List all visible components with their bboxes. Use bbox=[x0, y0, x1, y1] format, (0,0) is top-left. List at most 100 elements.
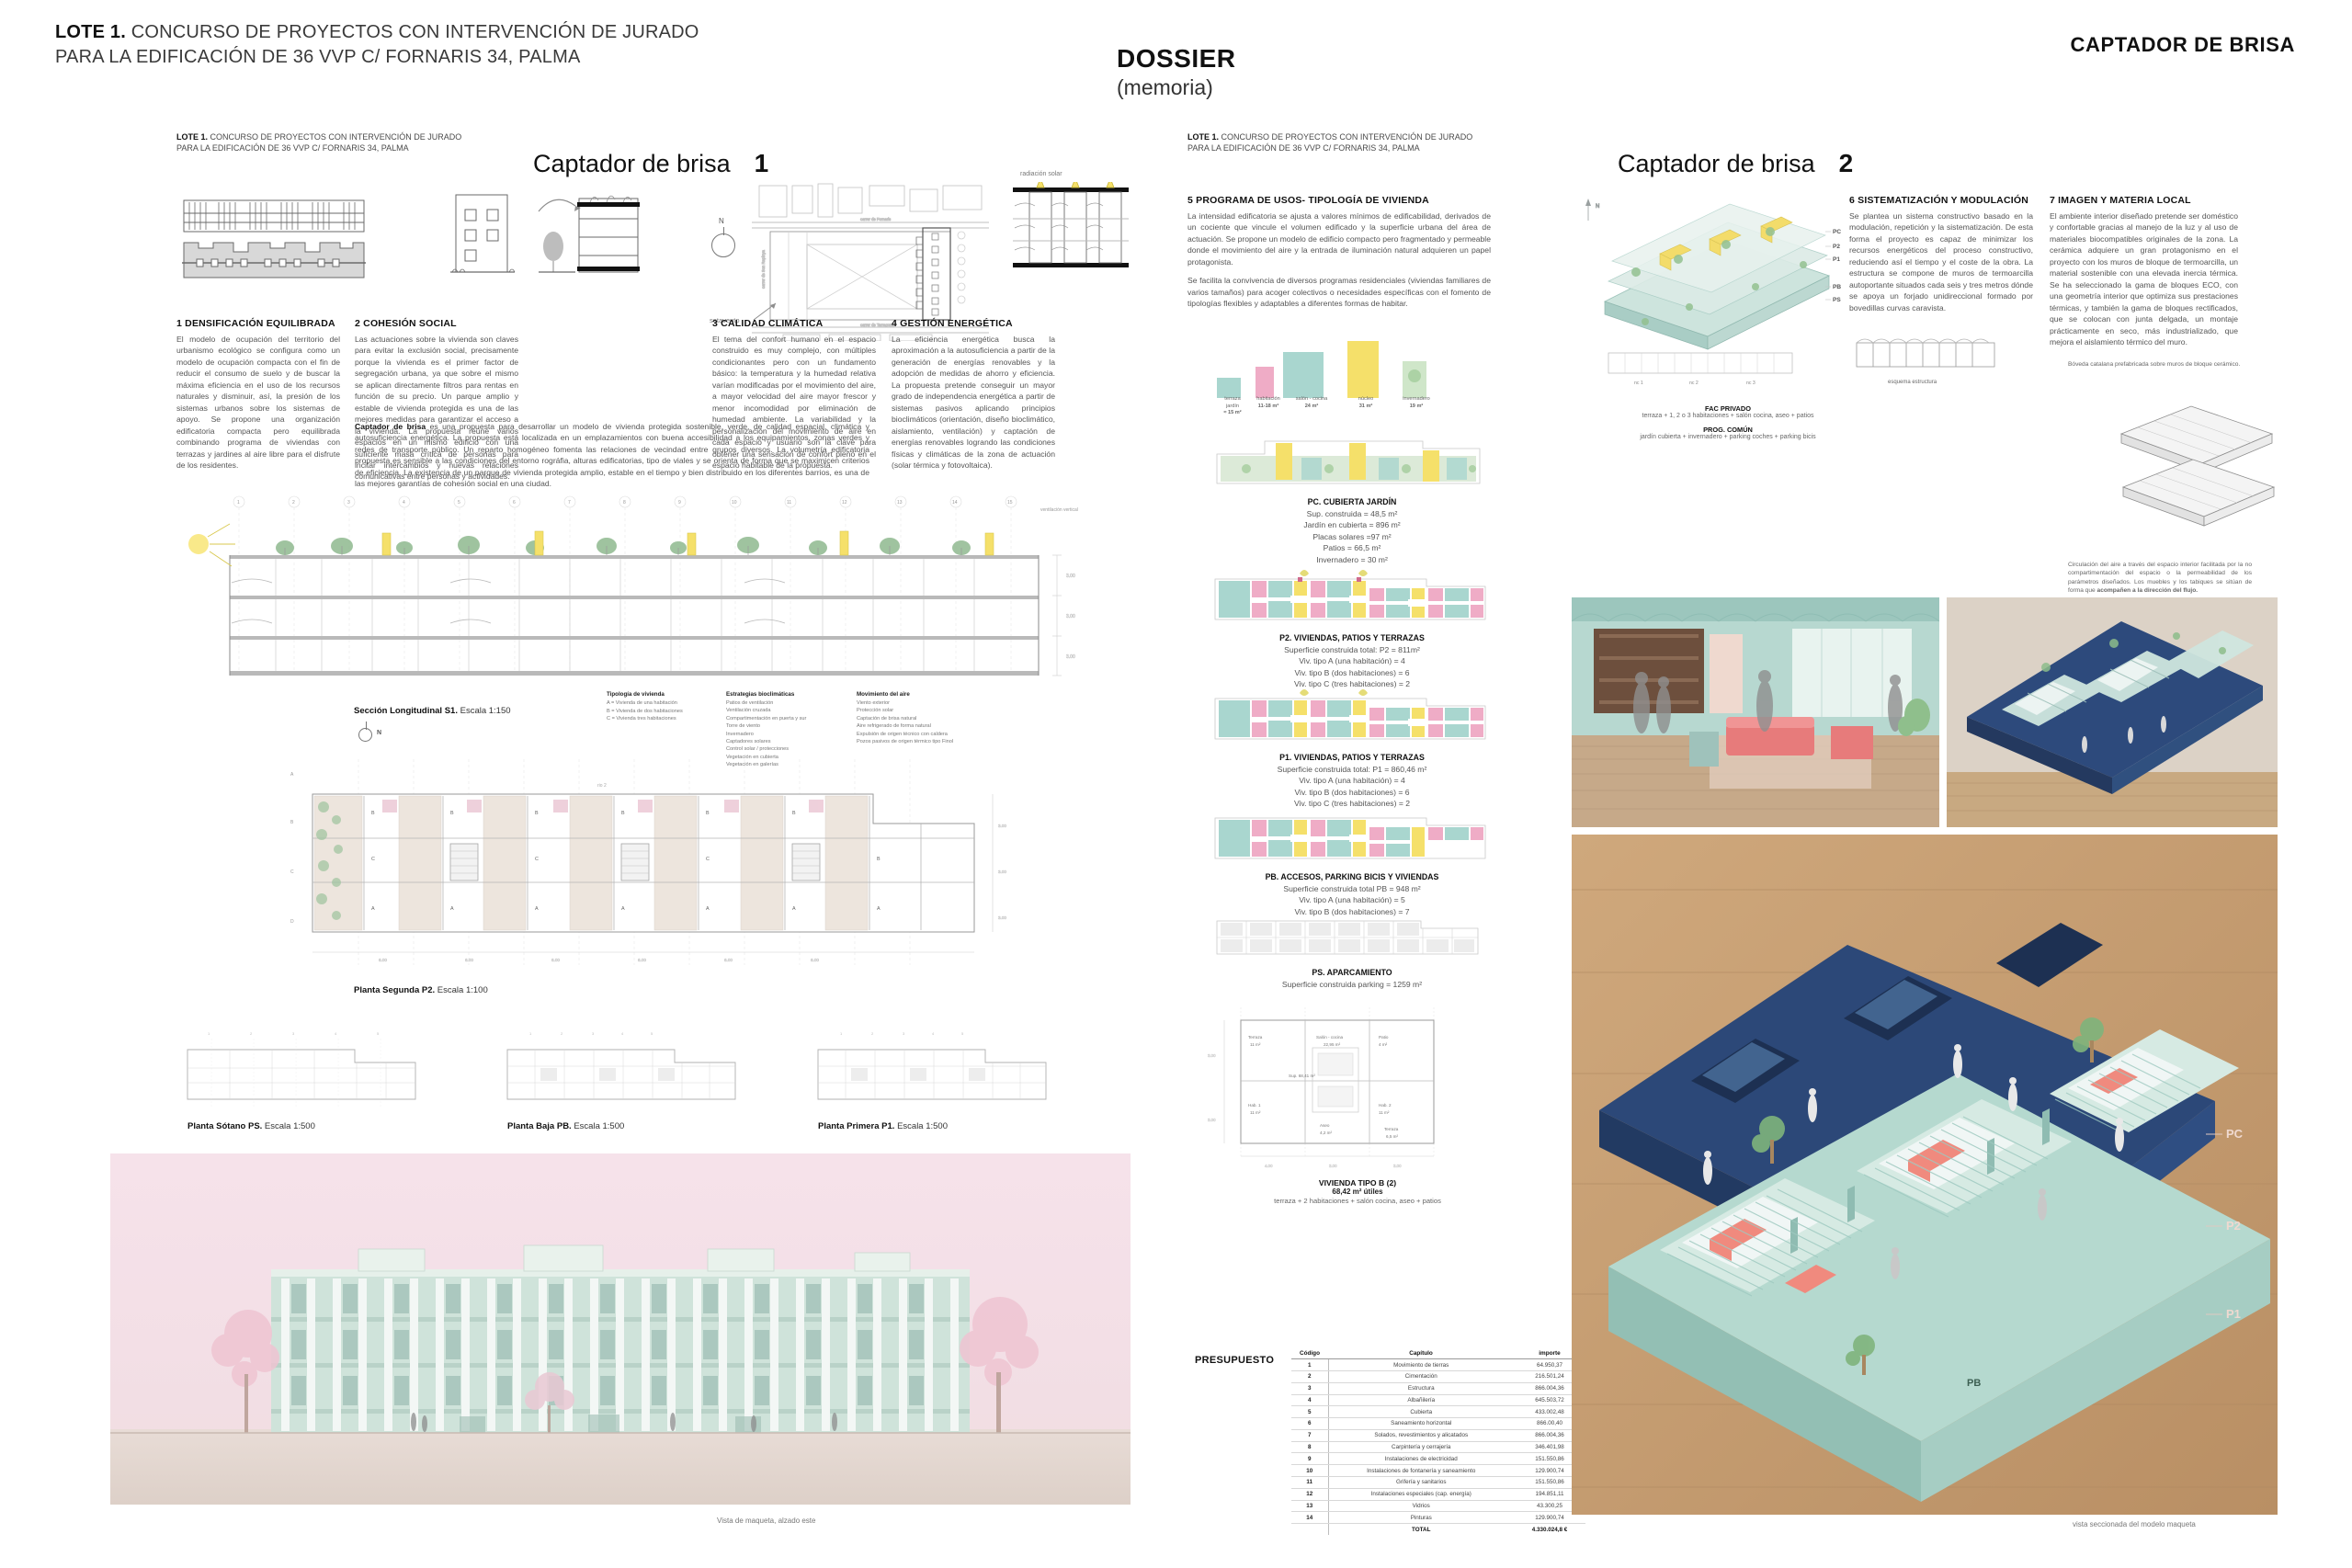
p2-heading: P2. VIVIENDAS, PATIOS Y TERRAZAS bbox=[1279, 633, 1425, 642]
budget-cell-capitulo: Solados, revestimientos y alicatados bbox=[1328, 1429, 1514, 1442]
kicker-strong: Captador de brisa bbox=[355, 422, 426, 431]
svg-text:C: C bbox=[706, 857, 710, 862]
budget-cell-importe: 151.550,86 bbox=[1514, 1452, 1585, 1466]
svg-text:Hab. 2: Hab. 2 bbox=[1379, 1103, 1392, 1108]
legend-bio-item-6: Control solar / protecciones bbox=[726, 746, 790, 753]
section-block-3: 3 CALIDAD CLIMÁTICA El tema del confort … bbox=[712, 318, 876, 471]
svg-text:B: B bbox=[450, 811, 454, 816]
sheet2-code-rest: CONCURSO DE PROYECTOS CON INTERVENCIÓN D… bbox=[1219, 132, 1473, 142]
dossier-label: DOSSIER (memoria) bbox=[1117, 44, 1236, 100]
legend-air-item-3: Aire refrigerado de forma natural bbox=[857, 723, 931, 730]
legend-typology-item-1: B = Vivienda de dos habitaciones bbox=[607, 708, 683, 714]
plan-compass-label: N bbox=[377, 730, 382, 736]
sotavento-label: sotavento bbox=[710, 316, 740, 324]
pc-line-2: Placas solares =97 m² bbox=[1312, 531, 1392, 541]
svg-text:6.00: 6.00 bbox=[724, 958, 733, 962]
drawing-label-pb-strong: Planta Baja PB. bbox=[507, 1121, 572, 1131]
svg-text:A: A bbox=[621, 906, 625, 912]
svg-text:carrer de Tarragona: carrer de Tarragona bbox=[860, 323, 894, 327]
budget-cell-codigo: 3 bbox=[1291, 1382, 1329, 1395]
legend-typology-title: Tipología de vivienda bbox=[607, 691, 665, 698]
budget-col-codigo: Código bbox=[1291, 1347, 1328, 1360]
budget-cell-capitulo: Carpintería y cerrajería bbox=[1328, 1441, 1514, 1454]
svg-text:3: 3 bbox=[292, 1031, 295, 1036]
legend-room-0: terraza jardín ≈ 15 m² bbox=[1223, 396, 1242, 416]
p1-line-3: Viv. tipo C (tres habitaciones) = 2 bbox=[1293, 799, 1411, 809]
svg-text:A: A bbox=[450, 906, 454, 912]
sheet1-code: LOTE 1. CONCURSO DE PROYECTOS CON INTERV… bbox=[176, 132, 461, 153]
svg-text:carrer de Son Rapinya: carrer de Son Rapinya bbox=[761, 249, 766, 289]
budget-cell-codigo: 7 bbox=[1291, 1429, 1329, 1442]
legend-air-item-0: Viento exterior bbox=[857, 700, 890, 706]
budget-cell-codigo: 13 bbox=[1291, 1500, 1329, 1513]
budget-cell-codigo: 14 bbox=[1291, 1511, 1329, 1525]
svg-text:3.00: 3.00 bbox=[1208, 1053, 1216, 1058]
svg-text:1: 1 bbox=[237, 500, 240, 506]
svg-text:rio 2: rio 2 bbox=[597, 783, 607, 789]
sheet1-number: 1 bbox=[754, 149, 769, 177]
legend-bio-item-8: Vegetación en galerías bbox=[726, 762, 778, 768]
pb-heading: PB. ACCESOS, PARKING BICIS Y VIVIENDAS bbox=[1265, 872, 1439, 881]
budget-cell-capitulo: Instalaciones especiales (cap. energía) bbox=[1328, 1488, 1514, 1501]
svg-text:Terraza: Terraza bbox=[1248, 1035, 1263, 1040]
svg-text:3.00: 3.00 bbox=[1208, 1118, 1216, 1122]
section-4-body: La eficiencia energética busca la aproxi… bbox=[892, 335, 1055, 470]
drawing-esquema-estructura: esquema estructura bbox=[1851, 326, 2017, 400]
ps-heading: PS. APARCAMIENTO bbox=[1312, 968, 1392, 977]
dossier-subtitle: (memoria) bbox=[1117, 75, 1213, 99]
budget-cell-importe: 151.550,86 bbox=[1514, 1476, 1585, 1489]
legend-bioclimatic-title: Estrategias bioclimáticas bbox=[726, 691, 795, 698]
vivienda-tipo-caption: VIVIENDA TIPO B (2) 68,42 m² útiles terr… bbox=[1224, 1178, 1491, 1205]
budget-cell-codigo: 10 bbox=[1291, 1464, 1329, 1477]
legend-room-1: habitación 11-18 m² bbox=[1256, 396, 1280, 409]
legend-bio-item-1: Ventilación cruzada bbox=[726, 708, 771, 714]
svg-text:5: 5 bbox=[651, 1031, 653, 1036]
legend-room-3: núcleo 31 m² bbox=[1358, 396, 1374, 409]
svg-text:Aseo: Aseo bbox=[1320, 1123, 1330, 1128]
section-6-body: Se plantea un sistema constructivo basad… bbox=[1849, 211, 2033, 312]
svg-text:B: B bbox=[706, 811, 710, 816]
plan-compass-icon bbox=[358, 722, 372, 742]
diagram-cohesion bbox=[450, 194, 640, 273]
svg-text:11: 11 bbox=[787, 500, 791, 506]
boveda-note: Bóveda catalana prefabricada sobre muros… bbox=[2068, 361, 2241, 368]
svg-text:1: 1 bbox=[840, 1031, 843, 1036]
drawing-label-p1: Planta Primera P1. Escala 1:500 bbox=[818, 1121, 948, 1131]
svg-text:2: 2 bbox=[871, 1031, 874, 1036]
budget-cell-importe: 216.501,24 bbox=[1514, 1370, 1585, 1383]
planstrip-p1: P1. VIVIENDAS, PATIOS Y TERRAZAS Superfi… bbox=[1210, 684, 1494, 810]
drawing-label-p1-rest: Escala 1:500 bbox=[894, 1121, 949, 1131]
svg-text:B: B bbox=[877, 857, 881, 862]
drawing-label-ps-rest: Escala 1:500 bbox=[262, 1121, 315, 1131]
svg-text:Terraza: Terraza bbox=[1384, 1127, 1399, 1131]
planstrip-pc-caption: PC. CUBIERTA JARDÍN Sup. construida = 48… bbox=[1210, 496, 1494, 565]
budget-cell-importe: 129.900,74 bbox=[1514, 1464, 1585, 1477]
svg-text:12: 12 bbox=[842, 500, 847, 506]
svg-text:3.00: 3.00 bbox=[1066, 654, 1075, 660]
planstrip-p2: P2. VIVIENDAS, PATIOS Y TERRAZAS Superfi… bbox=[1210, 564, 1494, 690]
svg-text:3.00: 3.00 bbox=[1066, 574, 1075, 579]
svg-text:B: B bbox=[290, 820, 294, 825]
budget-total-value: 4.330.024,8 € bbox=[1531, 1526, 1568, 1533]
budget-cell-codigo: 2 bbox=[1291, 1370, 1329, 1383]
vivienda-tipo-heading: VIVIENDA TIPO B (2) bbox=[1318, 1178, 1397, 1187]
pc-line-3: Patios = 66,5 m² bbox=[1323, 543, 1381, 553]
svg-text:3: 3 bbox=[903, 1031, 905, 1036]
model-photo-east-elevation bbox=[110, 1153, 1131, 1505]
budget-col-capitulo: Capítulo bbox=[1328, 1347, 1514, 1360]
drawing-label-s1: Sección Longitudinal S1. Escala 1:150 bbox=[354, 706, 511, 716]
section-block-1: 1 DENSIFICACIÓN EQUILIBRADA El modelo de… bbox=[176, 318, 340, 471]
vivienda-tipo-text: terraza + 2 habitaciones + salón cocina,… bbox=[1274, 1197, 1441, 1205]
svg-text:3.00: 3.00 bbox=[998, 869, 1006, 874]
legend-typology-item-2: C = Vivienda tres habitaciones bbox=[607, 716, 676, 722]
svg-text:1: 1 bbox=[208, 1031, 210, 1036]
project-name: CAPTADOR DE BRISA bbox=[2070, 33, 2295, 56]
